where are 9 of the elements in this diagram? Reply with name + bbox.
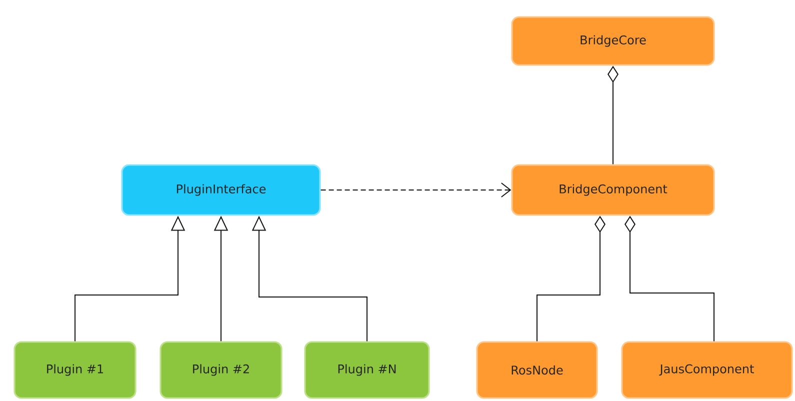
class-box: Plugin #N	[304, 341, 430, 399]
class-box: Plugin #2	[160, 341, 282, 399]
class-box: JausComponent	[621, 341, 793, 399]
class-box: BridgeComponent	[511, 164, 715, 216]
class-box: Plugin #1	[14, 341, 136, 399]
class-box: BridgeCore	[511, 16, 715, 66]
class-box: RosNode	[476, 341, 598, 399]
arrow	[320, 182, 512, 198]
class-box: PluginInterface	[121, 164, 321, 216]
